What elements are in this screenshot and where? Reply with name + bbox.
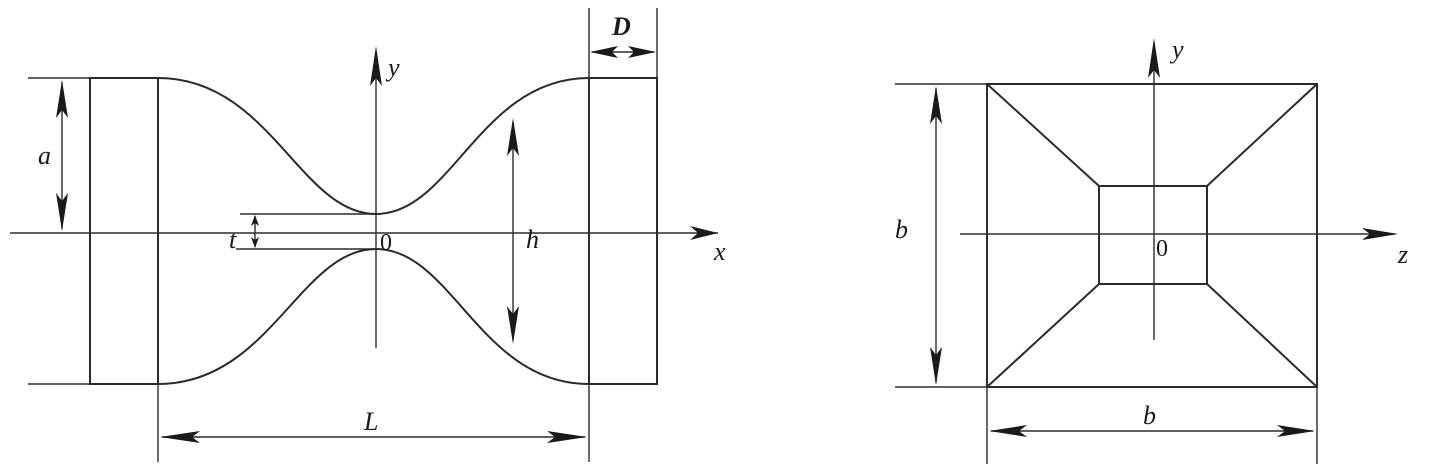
dim-L-arrow-left xyxy=(160,431,200,443)
inner-square xyxy=(1098,185,1208,285)
z-axis-arrowhead xyxy=(1362,228,1398,240)
dim-b-vertical-label: b xyxy=(895,215,908,244)
y-axis-label: y xyxy=(385,53,400,82)
dim-t-arrow-bottom xyxy=(251,237,259,248)
end-view: b b 0 y z xyxy=(895,35,1408,464)
end-origin-label: 0 xyxy=(1156,236,1168,262)
dim-t-arrow-top xyxy=(251,215,259,226)
dim-b-vert-arrow-bottom xyxy=(930,347,942,385)
left-grip-block xyxy=(89,77,159,385)
end-y-axis-arrowhead xyxy=(1148,38,1160,78)
dim-a-arrow-top xyxy=(56,80,68,118)
dim-h-arrow-bottom xyxy=(507,306,519,344)
dim-D-arrow-left xyxy=(590,46,618,58)
dim-D-label: D xyxy=(611,12,631,41)
dim-a-label: a xyxy=(38,141,51,170)
diagonal-bottom-left xyxy=(986,283,1100,388)
z-axis-label: z xyxy=(1397,240,1408,269)
dim-b-horiz-arrow-left xyxy=(989,425,1027,437)
outer-square xyxy=(986,83,1318,388)
dim-t-label: t xyxy=(229,225,237,254)
x-axis-label: x xyxy=(713,237,726,266)
dim-h-label: h xyxy=(526,225,539,254)
end-y-axis-label: y xyxy=(1169,35,1184,64)
neck-lower-profile xyxy=(157,247,590,385)
side-view: a t 0 h D L y x xyxy=(10,8,726,462)
dim-L-arrow-right xyxy=(547,431,587,443)
y-axis-arrowhead xyxy=(370,46,382,86)
diagonal-top-left xyxy=(986,83,1100,187)
dim-L-label: L xyxy=(363,407,378,436)
dim-h-arrow-top xyxy=(507,118,519,156)
right-grip-block xyxy=(588,77,658,385)
dim-b-horizontal-label: b xyxy=(1143,401,1156,430)
dim-b-vert-arrow-top xyxy=(930,86,942,124)
x-axis-arrowhead xyxy=(690,226,718,240)
diagonal-top-right xyxy=(1206,83,1318,187)
dim-D-arrow-right xyxy=(628,46,656,58)
origin-label: 0 xyxy=(380,230,392,256)
diagonal-bottom-right xyxy=(1206,283,1318,388)
neck-upper-profile xyxy=(157,77,590,216)
dim-b-horiz-arrow-right xyxy=(1277,425,1315,437)
dim-a-arrow-bottom xyxy=(56,193,68,231)
